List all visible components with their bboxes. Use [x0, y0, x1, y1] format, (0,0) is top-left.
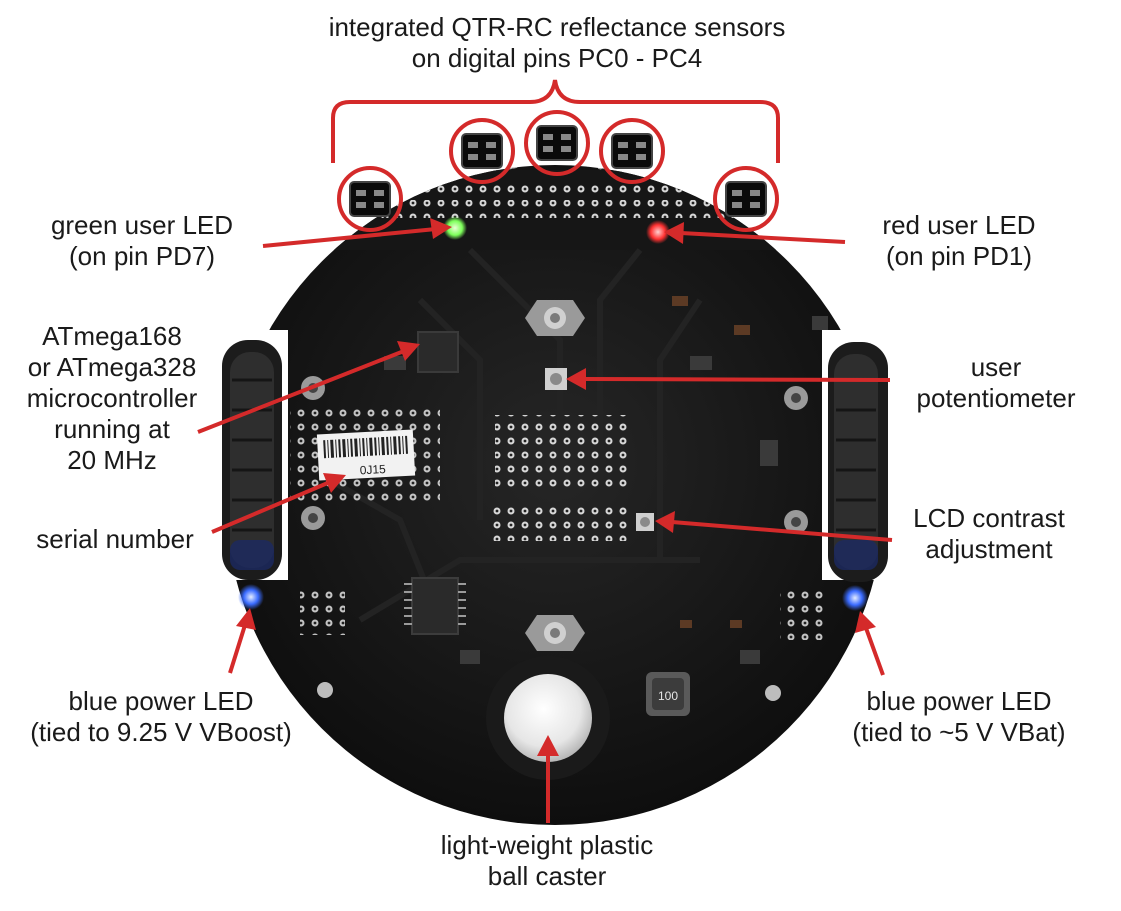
blue-led-left: [238, 584, 264, 610]
label-mcu-line4: running at: [54, 414, 170, 444]
arrow-serial: [211, 480, 331, 534]
arrow-red-led: [680, 231, 846, 244]
label-sensors: integrated QTR-RC reflectance sensors on…: [296, 12, 818, 74]
green-led: [443, 216, 467, 240]
arrow-green-led: [262, 227, 437, 248]
arrow-lcd-contrast: [671, 520, 893, 542]
inductor: 100: [646, 672, 690, 716]
sensor-circle-1: [337, 166, 403, 232]
label-blue-right-line1: blue power LED: [866, 686, 1052, 716]
label-mcu-line5: 20 MHz: [67, 445, 157, 475]
label-mcu-line1: ATmega168: [42, 321, 182, 351]
label-mcu-line3: microcontroller: [26, 383, 198, 413]
label-red-led-line2: (on pin PD1): [886, 241, 1032, 271]
motor-driver-chip: [411, 577, 459, 635]
label-lcd-line2: adjustment: [925, 534, 1053, 564]
label-caster: light-weight plastic ball caster: [412, 830, 682, 892]
sensor-circle-2: [449, 118, 515, 184]
serial-label: 0J15: [316, 429, 416, 481]
label-green-led: green user LED (on pin PD7): [34, 210, 250, 272]
label-blue-right-line2: (tied to ~5 V VBat): [852, 717, 1066, 747]
arrow-mcu: [197, 349, 405, 434]
label-caster-line1: light-weight plastic: [440, 830, 654, 860]
label-sensors-line1: integrated QTR-RC reflectance sensors: [328, 12, 786, 42]
label-blue-left-line1: blue power LED: [68, 686, 254, 716]
label-sensors-line2: on digital pins PC0 - PC4: [411, 43, 703, 73]
label-blue-right: blue power LED (tied to ~5 V VBat): [828, 686, 1090, 748]
microcontroller-chip: [417, 331, 459, 373]
label-lcd-line1: LCD contrast: [913, 503, 1065, 533]
arrow-potentiometer: [582, 377, 891, 382]
sensor-brace: [331, 79, 780, 163]
label-potentiometer: user potentiometer: [896, 352, 1096, 414]
sensor-circle-5: [713, 166, 779, 232]
label-mcu-line2: or ATmega328: [27, 352, 197, 382]
red-led: [646, 220, 670, 244]
label-green-led-line2: (on pin PD7): [69, 241, 215, 271]
label-potentiometer-line2: potentiometer: [916, 383, 1076, 413]
label-potentiometer-line1: user: [970, 352, 1022, 382]
label-green-led-line1: green user LED: [50, 210, 234, 240]
label-serial: serial number: [20, 524, 210, 555]
ball-caster: [486, 656, 610, 780]
arrow-blue-right: [864, 627, 885, 676]
label-serial-line1: serial number: [36, 524, 194, 554]
blue-led-right: [842, 585, 868, 611]
label-blue-left-line2: (tied to 9.25 V VBoost): [30, 717, 292, 747]
arrow-blue-left: [228, 624, 247, 674]
label-red-led: red user LED (on pin PD1): [852, 210, 1066, 272]
serial-label-text: 0J15: [359, 462, 386, 477]
label-caster-line2: ball caster: [487, 861, 607, 891]
sensor-circle-4: [599, 118, 665, 184]
inductor-label: 100: [658, 689, 678, 703]
label-mcu: ATmega168 or ATmega328 microcontroller r…: [0, 321, 224, 476]
label-lcd: LCD contrast adjustment: [894, 503, 1084, 565]
annotation-layer: [331, 79, 780, 232]
label-blue-left: blue power LED (tied to 9.25 V VBoost): [6, 686, 316, 748]
standoff: [525, 300, 585, 336]
annotation-arrows: [197, 218, 893, 823]
label-red-led-line1: red user LED: [882, 210, 1036, 240]
circuit-board: 0J15 100: [200, 125, 912, 825]
sensor-circle-3: [524, 110, 590, 176]
